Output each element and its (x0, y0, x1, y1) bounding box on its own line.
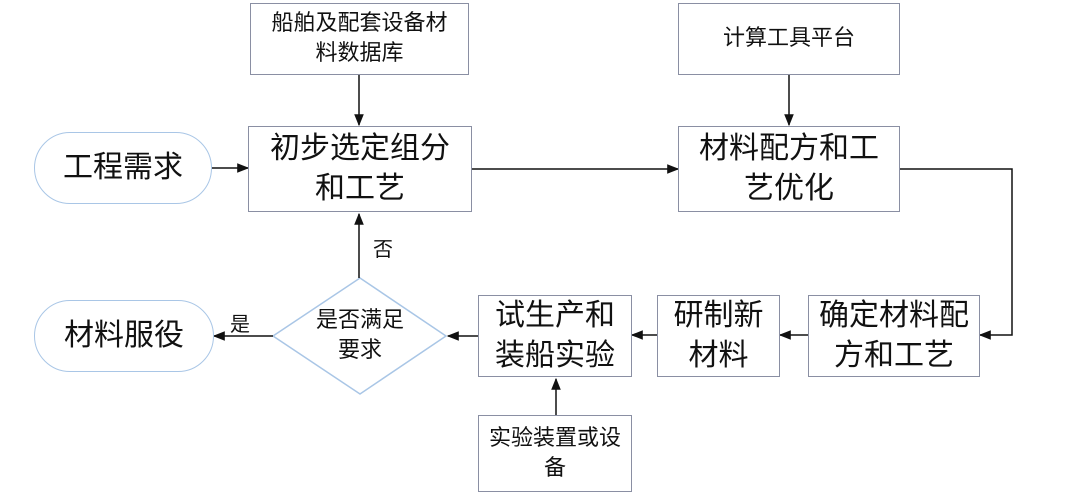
initial-selection-box: 初步选定组分 和工艺 (248, 126, 472, 212)
edge-label-no: 否 (373, 237, 393, 261)
decision-diamond (271, 277, 448, 395)
ship-database-box: 船舶及配套设备材 料数据库 (250, 3, 469, 75)
engineering-requirement-oval: 工程需求 (34, 132, 212, 204)
confirm-formula-box: 确定材料配 方和工艺 (808, 295, 980, 377)
optimization-box: 材料配方和工 艺优化 (678, 126, 900, 212)
develop-material-box: 研制新 材料 (657, 295, 780, 377)
calc-platform-box: 计算工具平台 (678, 3, 900, 75)
test-device-box: 实验装置或设 备 (478, 415, 632, 492)
decision-label: 是否满足 要求 (315, 308, 404, 363)
material-service-oval: 材料服役 (34, 300, 214, 372)
edge-label-yes: 是 (230, 312, 250, 336)
arrow-optimize-to-confirm (900, 168, 1013, 340)
trial-production-box: 试生产和 装船实验 (478, 295, 632, 377)
